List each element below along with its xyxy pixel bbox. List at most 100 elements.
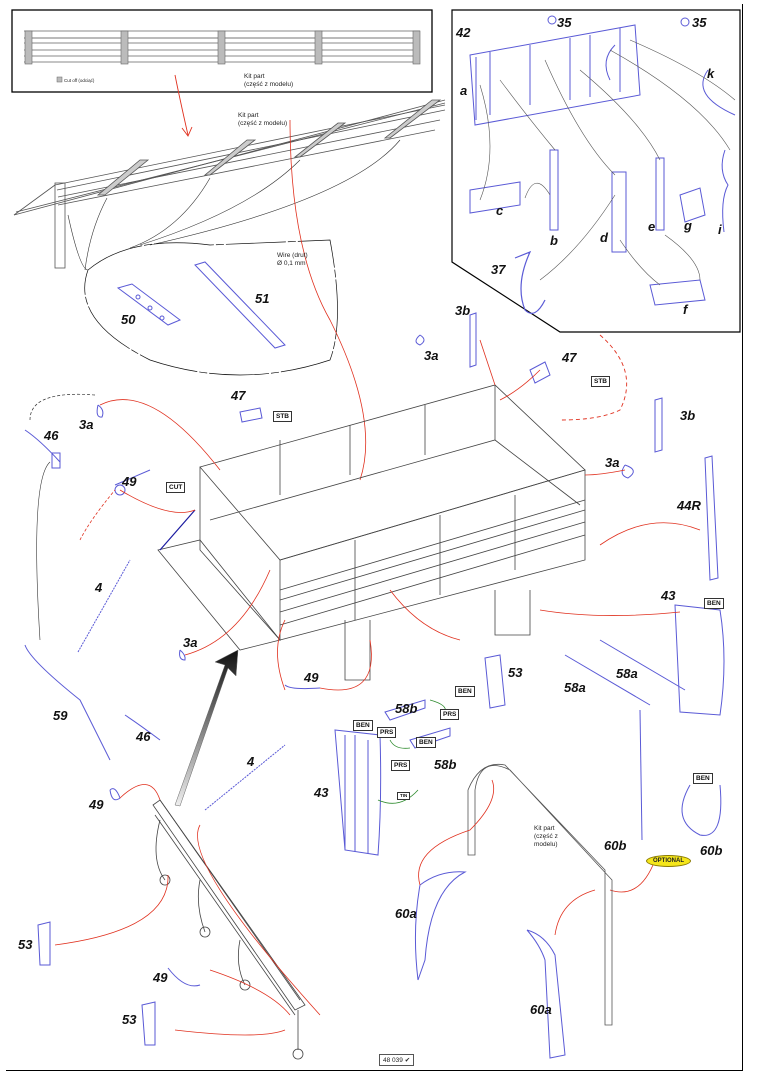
inset-leaders	[479, 39, 736, 286]
part-label-58a: 58a	[564, 680, 586, 695]
part-label-53: 53	[508, 665, 523, 680]
part-label-60b: 60b	[700, 843, 723, 858]
tailgate-parts	[37, 921, 201, 1046]
kit-part-note-rail: Kit part (część z modelu)	[238, 112, 287, 128]
part-label-3b: 3b	[680, 408, 696, 423]
part-label-58b: 58b	[434, 757, 457, 772]
part-label-k: k	[707, 66, 715, 81]
part-label-49: 49	[304, 670, 319, 685]
part-label-47: 47	[562, 350, 577, 365]
part-label-f: f	[683, 302, 688, 317]
part-label-b: b	[550, 233, 558, 248]
sheet-number-text: 48 039	[383, 1057, 403, 1064]
part-label-3a: 3a	[79, 417, 94, 432]
tag-stb: STB	[591, 376, 610, 387]
part-label-42: 42	[456, 25, 471, 40]
left-red-leaders	[79, 399, 372, 801]
kit-part-note-top-left: Kit part (część z modelu)	[244, 73, 293, 89]
part-label-43: 43	[314, 785, 329, 800]
brackets-50-51	[116, 261, 286, 349]
part-label-60a: 60a	[395, 906, 417, 921]
kit-part-note-line: (część z modelu)	[238, 120, 288, 127]
part-label-3a: 3a	[424, 348, 439, 363]
right-parts	[239, 312, 725, 841]
tag-prs: PRS	[440, 709, 460, 720]
cut-off-legend: Cut off (odciąć)	[64, 78, 95, 83]
cut-off-legend-swatch	[56, 76, 63, 83]
part-label-g: g	[684, 218, 692, 233]
left-parts	[24, 404, 321, 811]
tag-stb: STB	[273, 411, 292, 422]
part-label-51: 51	[255, 291, 270, 306]
kit-part-note-arch: Kit part (część z modelu)	[534, 825, 558, 849]
part-label-50: 50	[121, 312, 136, 327]
wire-note-line: Wire (drut)	[277, 252, 308, 259]
page-frame	[6, 4, 743, 1071]
part-label-4: 4	[247, 754, 255, 769]
part-label-47: 47	[231, 388, 246, 403]
part-label-60a: 60a	[530, 1002, 552, 1017]
part-label-46: 46	[136, 729, 151, 744]
part-label-c: c	[496, 203, 504, 218]
wheel-arch-kit-part	[467, 763, 613, 1026]
rail-leaders	[67, 139, 401, 271]
inset-parts	[469, 149, 729, 314]
part-label-35: 35	[557, 15, 572, 30]
tag-cut: CUT	[166, 482, 186, 493]
inset-top-right-frame	[451, 9, 741, 333]
sheet-number: 48 039 ✔	[379, 1054, 415, 1066]
part-label-49: 49	[122, 474, 137, 489]
part-label-49: 49	[153, 970, 168, 985]
check-icon: ✔	[404, 1057, 411, 1064]
kit-part-note-line: Kit part	[534, 825, 555, 832]
part-label-37: 37	[491, 262, 506, 277]
kit-part-note-line: Kit part	[244, 73, 265, 80]
wire-note-line: Ø 0,1 mm	[277, 260, 306, 267]
tag-ben: BEN	[704, 598, 724, 609]
part-label-46: 46	[44, 428, 59, 443]
kit-part-note-line: (część z	[534, 833, 558, 840]
long-side-rail	[13, 99, 446, 269]
tag-ben: BEN	[353, 720, 373, 731]
tag-ben: BEN	[455, 686, 475, 697]
tag-ben: BEN	[693, 773, 713, 784]
tag-prs: PRS	[391, 760, 411, 771]
front-panel-42	[469, 15, 736, 126]
detail-loop	[84, 239, 338, 376]
part-label-44r: 44R	[677, 498, 701, 513]
part-label-3b: 3b	[455, 303, 471, 318]
part-label-53: 53	[122, 1012, 137, 1027]
tag-prs: PRS	[377, 727, 397, 738]
red-leader	[174, 74, 189, 136]
tailgate-kit-part	[152, 799, 306, 1060]
kit-part-note-line: modelu)	[534, 841, 558, 848]
part-label-58b: 58b	[395, 701, 418, 716]
wire-note: Wire (drut) Ø 0,1 mm	[277, 252, 308, 268]
tailgate-red-leaders	[54, 824, 321, 1036]
mudguard-43-left	[334, 699, 451, 856]
part-label-i: i	[718, 222, 722, 237]
part-label-49: 49	[89, 797, 104, 812]
side-rail-kit-part	[24, 30, 421, 83]
optional-badge: OPTIONAL	[646, 855, 691, 867]
truck-bed-kit-part	[157, 384, 586, 681]
part-label-3a: 3a	[605, 455, 620, 470]
right-red-leaders	[479, 339, 701, 893]
kit-part-note-line: (część z modelu)	[244, 81, 294, 88]
inset-top-left-frame	[11, 9, 433, 93]
tag-tin: TIN	[397, 792, 411, 800]
part-label-e: e	[648, 219, 656, 234]
kit-part-note-line: Kit part	[238, 112, 259, 119]
part-label-43: 43	[661, 588, 676, 603]
part-label-59: 59	[53, 708, 68, 723]
part-label-a: a	[460, 83, 468, 98]
part-label-58a: 58a	[616, 666, 638, 681]
tag-ben: BEN	[416, 737, 436, 748]
part-label-3a: 3a	[183, 635, 198, 650]
part-label-53: 53	[18, 937, 33, 952]
part-label-35: 35	[692, 15, 707, 30]
part-label-d: d	[600, 230, 608, 245]
insertion-arrow	[174, 649, 239, 807]
